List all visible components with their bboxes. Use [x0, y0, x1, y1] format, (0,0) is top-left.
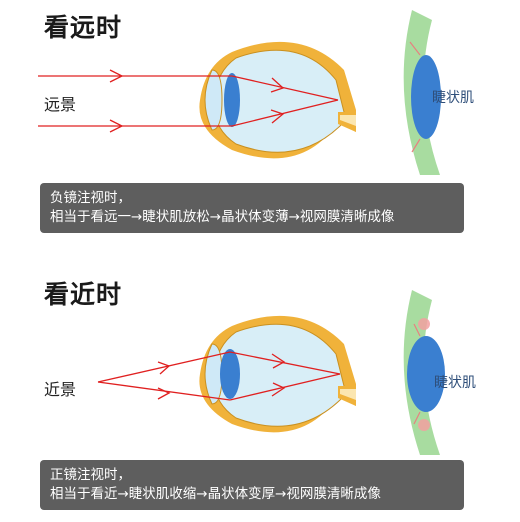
near-light-rays — [97, 351, 341, 401]
far-heading: 看远时 — [44, 13, 123, 42]
near-thick-lens — [407, 336, 445, 412]
far-caption: 负镜注视时， 相当于看远一→睫状肌放松→晶状体变薄→视网膜清晰成像 — [40, 183, 464, 233]
near-caption: 正镜注视时， 相当于看近→睫状肌收缩→晶状体变厚→视网膜清晰成像 — [40, 460, 464, 510]
far-eyeball — [199, 41, 356, 159]
ciliary-contraction-bottom — [418, 419, 430, 431]
ciliary-contraction-top — [418, 318, 430, 330]
far-light-rays — [38, 69, 339, 133]
far-ciliary-detail — [403, 10, 441, 175]
near-ciliary-label: 睫状肌 — [434, 375, 476, 391]
near-caption-line1: 正镜注视时， — [50, 467, 131, 483]
near-caption-line2: 相当于看近→睫状肌收缩→晶状体变厚→视网膜清晰成像 — [50, 486, 381, 502]
near-viewing-panel: 看近时 近景 睫状肌 正镜 — [0, 262, 520, 522]
far-diagram — [38, 10, 441, 175]
far-ciliary-label: 睫状肌 — [432, 90, 474, 106]
far-caption-line1: 负镜注视时， — [50, 190, 131, 206]
near-lens — [220, 349, 240, 399]
near-eyeball — [199, 315, 356, 433]
far-thin-lens — [411, 55, 441, 139]
near-scene-label: 近景 — [44, 380, 77, 399]
near-ciliary-detail — [403, 290, 445, 455]
far-scene-label: 远景 — [44, 95, 77, 114]
near-diagram — [97, 290, 445, 455]
far-lens — [224, 73, 240, 127]
near-heading: 看近时 — [44, 280, 123, 309]
far-caption-line2: 相当于看远一→睫状肌放松→晶状体变薄→视网膜清晰成像 — [50, 209, 395, 225]
far-viewing-panel: 看远时 远景 睫状肌 负镜注视时， — [0, 0, 520, 260]
